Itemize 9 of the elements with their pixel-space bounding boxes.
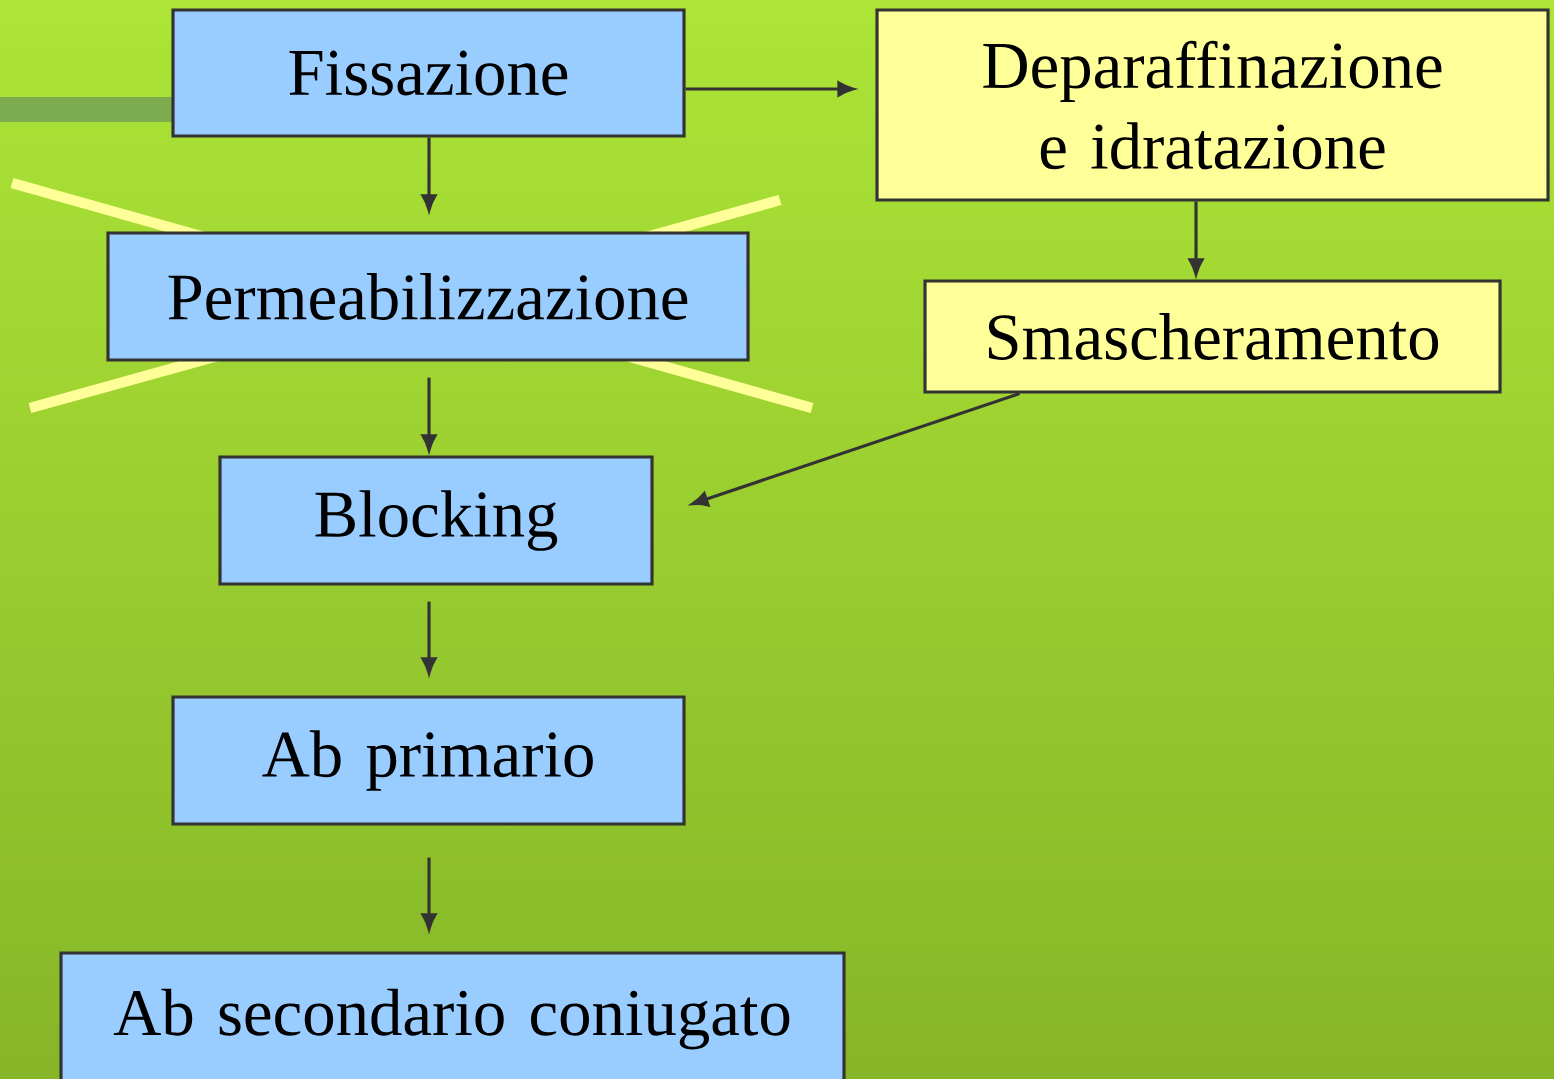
process-box: Permeabilizzazione xyxy=(106,231,750,362)
process-box: Fissazione xyxy=(171,8,686,138)
process-box: Ab primario xyxy=(171,695,686,826)
process-box: Smascheramento xyxy=(923,279,1502,394)
process-box: Deparaffinazione e idratazione xyxy=(875,8,1550,202)
process-box: Blocking xyxy=(218,455,654,586)
process-box: Ab secondario coniugato xyxy=(59,951,846,1079)
arrow xyxy=(421,377,437,452)
arrow xyxy=(1188,201,1204,276)
